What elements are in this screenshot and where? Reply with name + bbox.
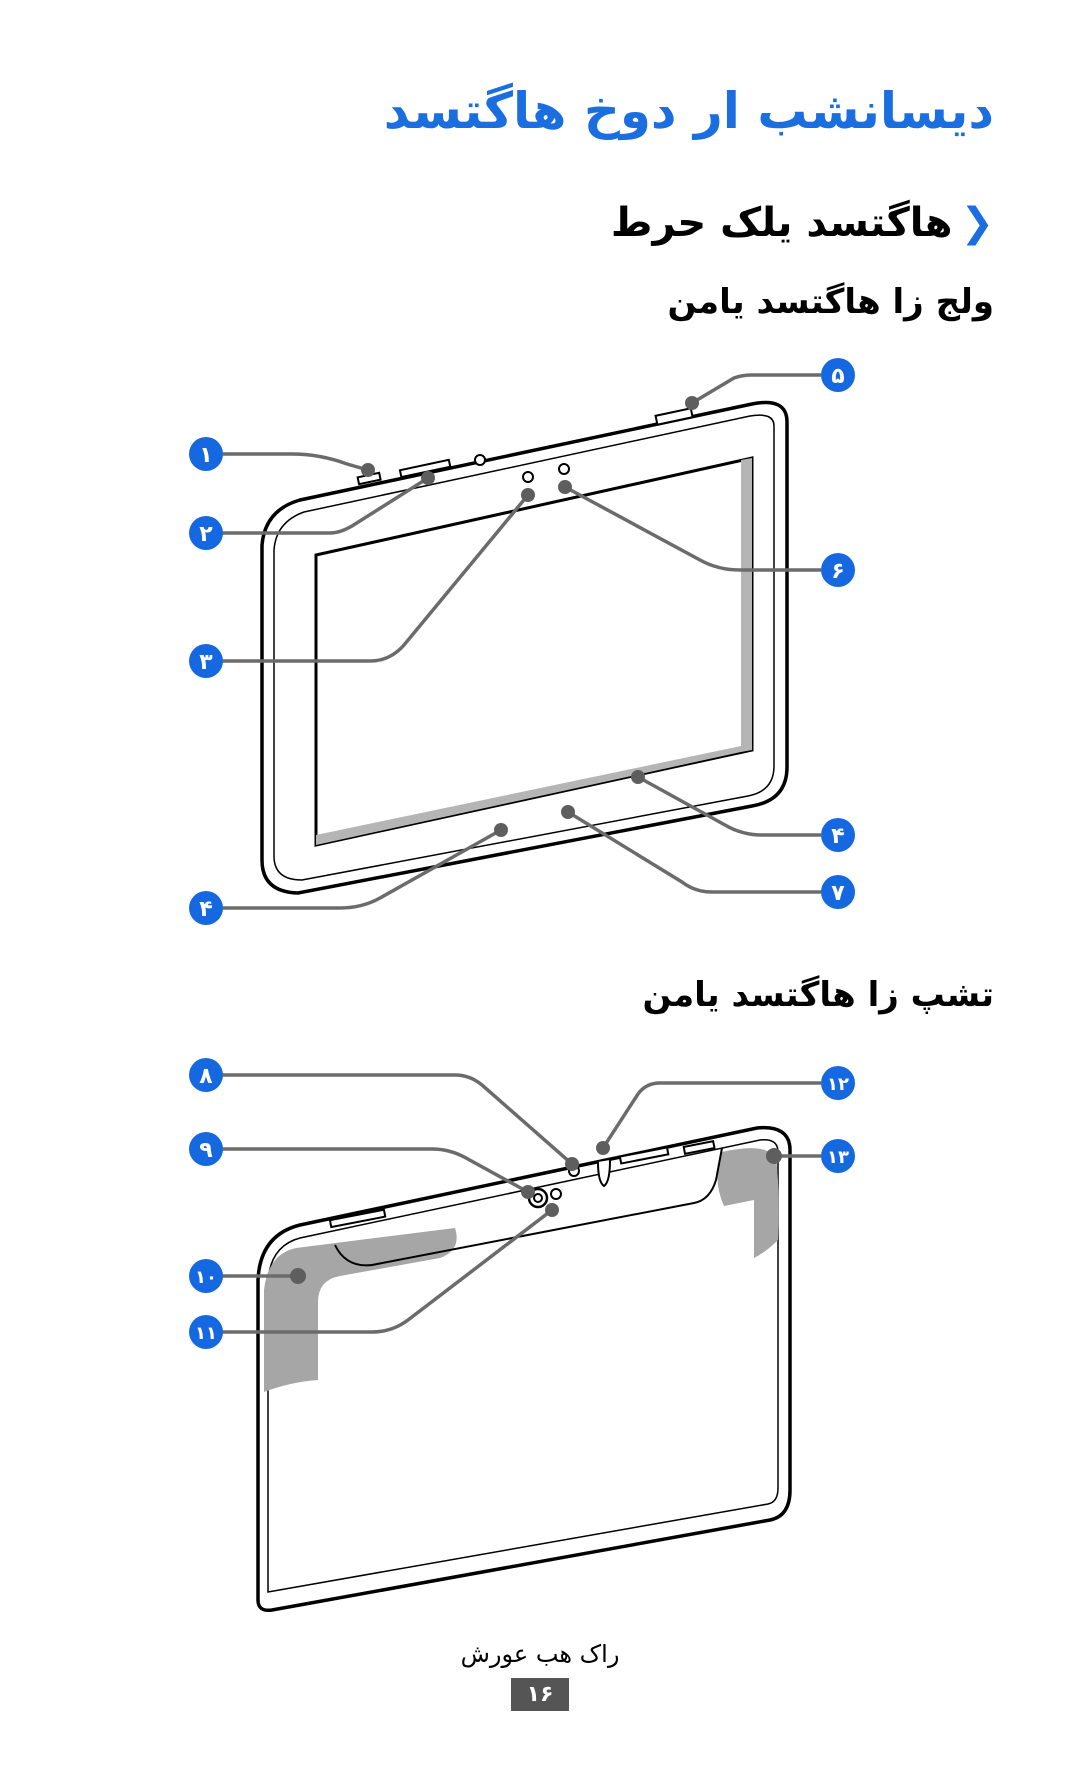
callout-2: ۲	[189, 516, 223, 550]
pointer-4b	[631, 770, 645, 784]
pointer-1	[361, 463, 375, 477]
leader-1	[209, 452, 369, 472]
callout-4a: ۴	[189, 891, 223, 925]
pointer-5	[685, 396, 699, 410]
svg-text:۹: ۹	[199, 1138, 212, 1163]
front-view-diagram: ۱ ۲ ۳ ۴ ۵ ۶ ۴ ۷	[189, 358, 855, 925]
page-footer: راک هب عورش ۱۶	[0, 1640, 1080, 1711]
leader-4a	[209, 828, 502, 910]
back-view-diagram: ۸ ۹ ۱۰ ۱۱ ۱۲ ۱۳	[189, 1058, 855, 1613]
leader-4b	[637, 775, 821, 837]
svg-text:۱۲: ۱۲	[827, 1074, 849, 1095]
leader-9	[209, 1147, 529, 1194]
leader-2	[209, 476, 429, 535]
svg-text:۱۳: ۱۳	[827, 1147, 849, 1168]
callout-5: ۵	[821, 358, 855, 392]
callout-7: ۷	[821, 875, 855, 909]
svg-text:۵: ۵	[831, 364, 844, 389]
svg-text:۶: ۶	[831, 559, 844, 584]
callout-8: ۸	[189, 1058, 223, 1092]
section-heading: ❮هاگتسد یلک حرط	[611, 200, 994, 246]
pointer-13	[766, 1148, 782, 1164]
callout-10: ۱۰	[189, 1259, 223, 1293]
pointer-6	[558, 480, 572, 494]
callout-4b: ۴	[821, 818, 855, 852]
svg-text:۳: ۳	[199, 650, 213, 675]
chevron-icon: ❮	[960, 200, 994, 246]
pointer-8	[565, 1157, 579, 1171]
leader-8	[209, 1073, 574, 1166]
tablet-front-illustration	[260, 400, 789, 895]
callout-11: ۱۱	[189, 1315, 223, 1349]
leader-5	[691, 373, 821, 405]
svg-text:۷: ۷	[831, 881, 845, 906]
footer-section-label: راک هب عورش	[460, 1640, 620, 1668]
pointer-10	[290, 1268, 306, 1284]
svg-text:۱۰: ۱۰	[195, 1267, 217, 1288]
svg-text:۱: ۱	[199, 443, 212, 468]
svg-text:۸: ۸	[199, 1064, 213, 1089]
leader-11	[209, 1208, 554, 1334]
svg-text:۱۱: ۱۱	[195, 1323, 217, 1344]
pointer-3	[521, 488, 535, 502]
tablet-back-illustration	[256, 1125, 792, 1613]
svg-text:۲: ۲	[199, 522, 213, 547]
front-view-heading: ولج زا هاگتسد یامن	[667, 282, 994, 322]
pointer-7	[561, 805, 575, 819]
pointer-9	[521, 1185, 535, 1199]
back-view-heading: تشپ زا هاگتسد یامن	[642, 975, 994, 1015]
callout-1: ۱	[189, 437, 223, 471]
leader-6	[564, 485, 821, 572]
pointer-12	[596, 1141, 610, 1155]
callout-6: ۶	[821, 553, 855, 587]
callout-9: ۹	[189, 1132, 223, 1166]
svg-text:۴: ۴	[199, 897, 212, 922]
callout-3: ۳	[189, 644, 223, 678]
callout-12: ۱۲	[821, 1066, 855, 1100]
page-title: دیسانشب ار دوخ هاگتسد	[383, 82, 994, 140]
svg-text:۴: ۴	[831, 824, 844, 849]
leader-7	[567, 810, 821, 894]
callout-13: ۱۳	[821, 1139, 855, 1173]
pointer-4a	[494, 823, 508, 837]
leader-12	[601, 1081, 821, 1149]
pointer-11	[545, 1203, 559, 1217]
page-number: ۱۶	[510, 1678, 570, 1711]
leader-3	[209, 493, 530, 663]
pointer-2	[421, 471, 435, 485]
section-heading-text: هاگتسد یلک حرط	[610, 200, 953, 246]
